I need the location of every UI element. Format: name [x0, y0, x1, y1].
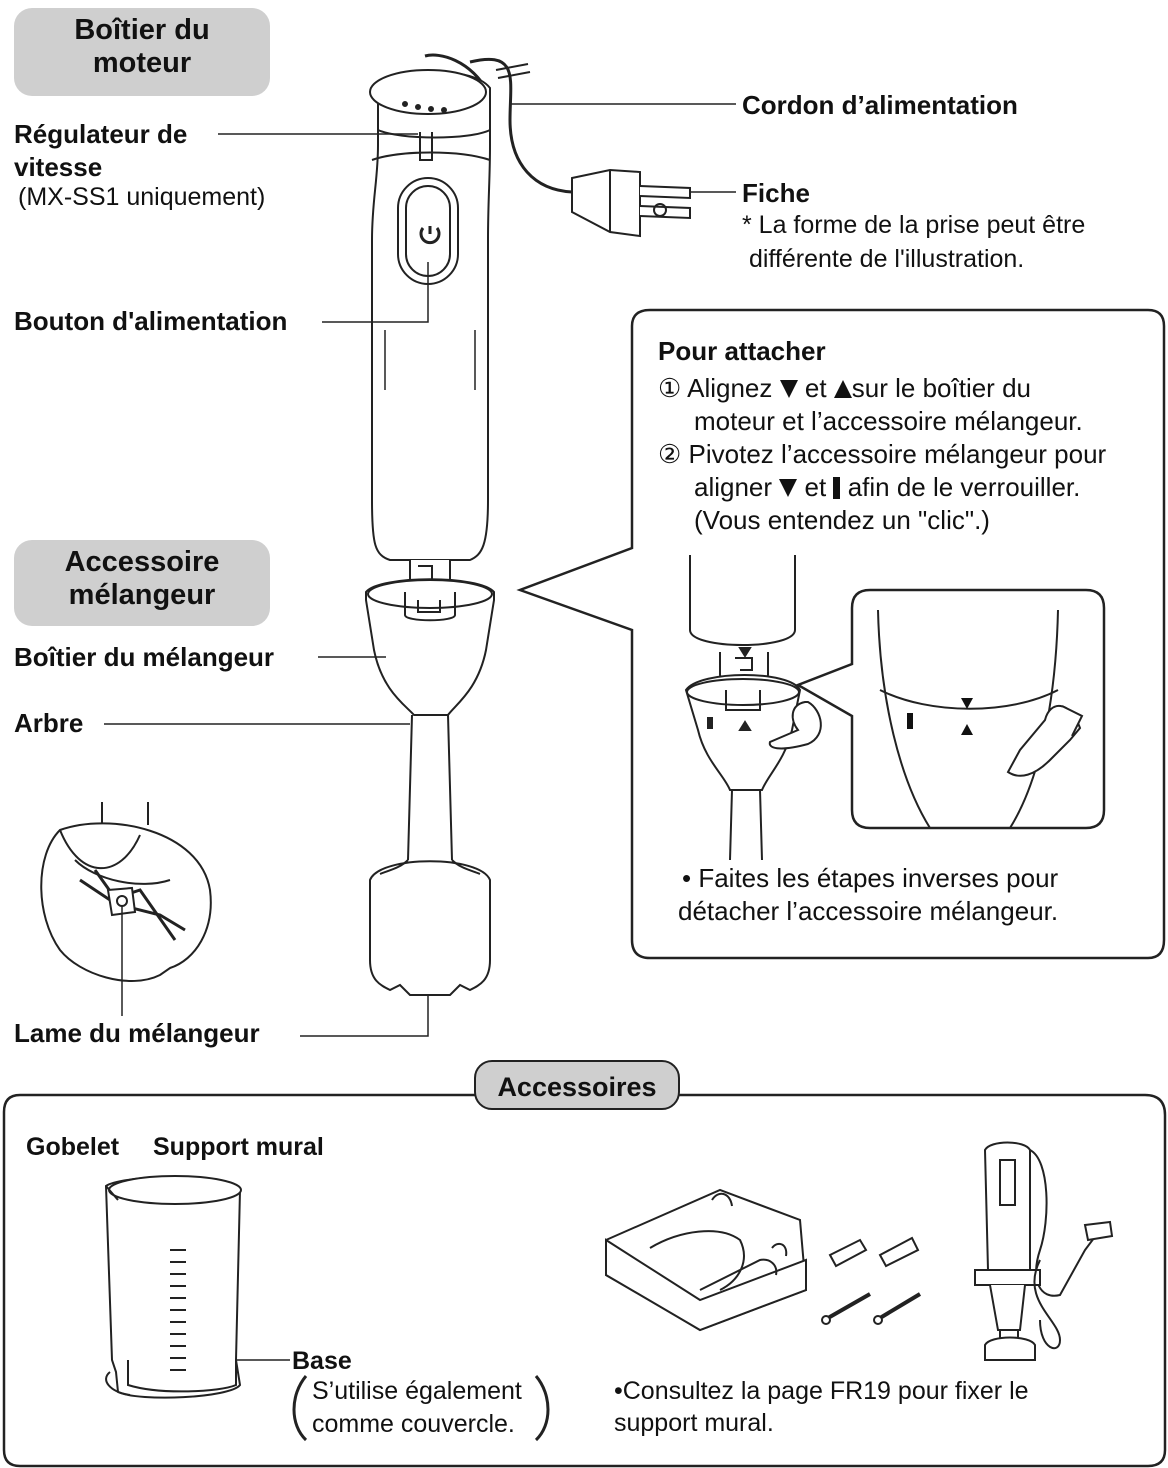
attach-reverse-note: • Faites les étapes inverses pour [682, 862, 1058, 895]
wall-bracket-illustration [606, 1190, 806, 1330]
step-2-number: ② [658, 439, 681, 469]
beaker-illustration [106, 1176, 290, 1398]
attach-reverse-note-line-2: détacher l’accessoire mélangeur. [678, 895, 1058, 928]
step-2-text-b: et [805, 472, 827, 502]
power-cord-label: Cordon d’alimentation [742, 90, 1018, 121]
lock-mark-icon [907, 713, 913, 729]
step-1-number: ① [658, 373, 681, 403]
step-2-text-c: afin de le verrouiller. [848, 472, 1081, 502]
shaft-label: Arbre [14, 708, 83, 739]
lock-mark-icon [833, 477, 840, 499]
base-label: Base [292, 1346, 352, 1376]
reverse-note-line-1: Faites les étapes inverses pour [698, 863, 1058, 893]
blade-label: Lame du mélangeur [14, 1018, 260, 1049]
power-button-label: Bouton d'alimentation [14, 306, 287, 337]
attach-step-2-line-3: (Vous entendez un "clic".) [694, 504, 990, 537]
align-triangle-down-icon [961, 698, 973, 709]
step-2-line-1: Pivotez l’accessoire mélangeur pour [689, 439, 1107, 469]
attach-step-1: ① Alignez et sur le boîtier du [658, 372, 1031, 405]
wall-bracket-label: Support mural [153, 1132, 324, 1162]
attach-step-2-line-2: aligner et afin de le verrouiller. [694, 471, 1080, 504]
base-note-line-2: comme couvercle. [312, 1409, 515, 1439]
wall-bracket-note-line-1: •Consultez la page FR19 pour fixer le [614, 1376, 1029, 1406]
speed-regulator-label: Régulateur de vitesse [14, 118, 187, 184]
blender-housing-label: Boîtier du mélangeur [14, 642, 274, 673]
mounted-blender-illustration [975, 1143, 1112, 1361]
attach-step-1-line-2: moteur et l’accessoire mélangeur. [694, 405, 1083, 438]
blade-closeup-illustration [41, 802, 211, 981]
step-1-text-c: sur le boîtier du [852, 373, 1031, 403]
align-triangle-up-icon [961, 724, 973, 735]
accessories-heading: Accessoires [474, 1060, 680, 1110]
align-triangle-down-icon [779, 479, 797, 497]
blender-attachment-heading: Accessoire mélangeur [14, 540, 270, 626]
beaker-label: Gobelet [26, 1132, 119, 1162]
plug-note: * La forme de la prise peut être différe… [742, 208, 1085, 276]
bullet: • [682, 863, 691, 893]
align-triangle-down-icon [780, 380, 798, 398]
attach-title: Pour attacher [658, 336, 826, 367]
step-1-text-b: et [805, 373, 827, 403]
plug-label: Fiche [742, 178, 810, 209]
step-1-text-a: Alignez [687, 373, 772, 403]
motor-housing-heading: Boîtier du moteur [14, 8, 270, 96]
power-icon [419, 218, 441, 240]
base-note-line-1: S’utilise également [312, 1376, 522, 1406]
wall-bracket-note-line-2: support mural. [614, 1408, 774, 1438]
align-triangle-up-icon [834, 380, 852, 398]
attach-step-2: ② Pivotez l’accessoire mélangeur pour [658, 438, 1106, 471]
speed-regulator-note: (MX-SS1 uniquement) [18, 182, 265, 212]
step-2-text-a: aligner [694, 472, 772, 502]
screws-illustration [822, 1238, 920, 1324]
